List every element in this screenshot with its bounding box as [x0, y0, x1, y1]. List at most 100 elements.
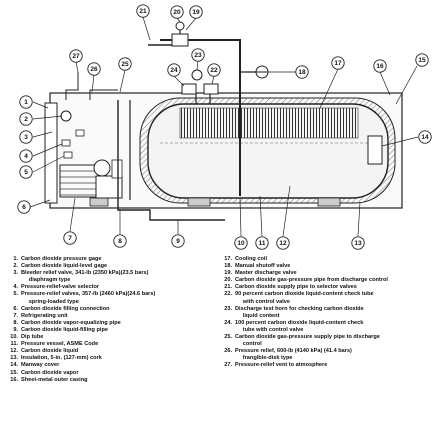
- legend-number: 6.: [13, 305, 18, 312]
- legend-number: 26.: [224, 348, 232, 355]
- callout-circle: [295, 65, 309, 79]
- legend-number: 24.: [224, 319, 232, 326]
- callout-circle: [276, 236, 290, 250]
- legend-text: Dip tube: [21, 334, 44, 341]
- legend-item: 25.Carbon dioxide gas-pressure supply pi…: [218, 334, 432, 341]
- legend-number: 7.: [13, 312, 18, 319]
- legend-text: frangible-disk type: [235, 355, 293, 362]
- callout-number: 15: [418, 57, 426, 64]
- callout-16: 16: [373, 59, 387, 73]
- legend-text: Master discharge valve: [235, 270, 297, 277]
- legend-number: 8.: [13, 319, 18, 326]
- callout-circle: [189, 5, 203, 19]
- callout-circle: [118, 57, 132, 71]
- manual-shutoff-valve: [255, 65, 269, 79]
- callout-2: 2: [19, 112, 33, 126]
- legend-number: 12.: [10, 348, 18, 355]
- legend-text: Carbon dioxide gas-pressure supply pipe …: [235, 334, 380, 341]
- pressure-gage: [60, 110, 72, 122]
- legend-number: 11.: [10, 341, 18, 348]
- legend-text: Carbon dioxide pressure gage: [21, 256, 102, 262]
- callout-circle: [19, 112, 33, 126]
- callout-3: 3: [19, 130, 33, 144]
- legend-text: Carbon dioxide liquid-filling pipe: [21, 326, 109, 333]
- cooling-coil: [179, 107, 383, 165]
- callout-12: 12: [276, 236, 290, 250]
- legend-item: 17.Cooling coil: [218, 256, 432, 263]
- callout-number: 4: [24, 153, 28, 160]
- callout-number: 7: [68, 235, 72, 242]
- legend-item: frangible-disk type: [218, 355, 432, 362]
- legend-item: 14.Manway cover: [4, 362, 204, 369]
- callout-6: 6: [17, 200, 31, 214]
- legend-text: Manual shutoff valve: [235, 263, 291, 270]
- legend-text: with control valve: [235, 298, 291, 305]
- legend-text: 90 percent carbon dioxide liquid-content…: [235, 291, 374, 298]
- legend-text: Discharge test horn for checking carbon …: [235, 305, 364, 312]
- callout-circle: [17, 200, 31, 214]
- callout-circle: [415, 53, 429, 67]
- legend-text: Carbon dioxide supply pipe to selector v…: [235, 284, 357, 291]
- legend-item: 22.90 percent carbon dioxide liquid-cont…: [218, 291, 432, 298]
- callout-number: 24: [170, 67, 178, 74]
- callout-circle: [331, 56, 345, 70]
- legend-number: 3.: [13, 270, 18, 277]
- legend-number: 20.: [224, 277, 232, 284]
- callout-circle: [373, 59, 387, 73]
- legend-number: 21.: [224, 284, 232, 291]
- callout-number: 19: [192, 9, 200, 16]
- callout-circle: [63, 231, 77, 245]
- callout-number: 13: [354, 240, 362, 247]
- legend-text: Carbon dioxide filling connection: [21, 305, 110, 312]
- legend-item: 4.Pressure-relief-valve selector: [4, 284, 204, 291]
- callout-10: 10: [234, 236, 248, 250]
- callout-number: 3: [24, 134, 28, 141]
- legend-text: Pressure vessel, ASME Code: [21, 341, 99, 348]
- legend-number: 13.: [10, 355, 18, 362]
- callout-circle: [234, 236, 248, 250]
- callout-number: 10: [237, 240, 245, 247]
- callout-circle: [113, 234, 127, 248]
- check-tube-valves: [181, 69, 219, 95]
- legend-item: 8.Carbon dioxide vapor-equalizing pipe: [4, 320, 204, 327]
- legend-number: 14.: [10, 362, 18, 369]
- callout-circle: [351, 236, 365, 250]
- callout-number: 25: [121, 61, 129, 68]
- legend-text: liquid content: [235, 312, 280, 319]
- callout-circle: [19, 165, 33, 179]
- callout-24: 24: [167, 63, 181, 77]
- callout-23: 23: [191, 48, 205, 62]
- callout-22: 22: [207, 63, 221, 77]
- callout-circle: [167, 63, 181, 77]
- legend-item: 7.Refrigerating unit: [4, 313, 204, 320]
- legend-item: diaphragm type: [4, 277, 204, 284]
- callout-number: 18: [298, 69, 306, 76]
- legend-text: Insulation, 5-in. (127-mm) cork: [21, 355, 102, 362]
- callout-number: 23: [194, 52, 202, 59]
- legend-item: 9.Carbon dioxide liquid-filling pipe: [4, 327, 204, 334]
- callout-number: 5: [24, 169, 28, 176]
- legend-text: Carbon dioxide vapor-equalizing pipe: [21, 319, 121, 326]
- legend-item: 19.Master discharge valve: [218, 270, 432, 277]
- legend-number: 18.: [224, 263, 232, 270]
- callout-circle: [19, 95, 33, 109]
- callout-18: 18: [295, 65, 309, 79]
- callout-circle: [207, 63, 221, 77]
- callout-number: 8: [118, 238, 122, 245]
- legend-item: 5.Pressure-relief valves, 357-lb (2460 k…: [4, 291, 204, 298]
- legend-number: 9.: [13, 326, 18, 333]
- callout-number: 2: [24, 116, 28, 123]
- callout-17: 17: [331, 56, 345, 70]
- master-discharge-valve: [171, 21, 189, 47]
- legend-number: 16.: [10, 376, 18, 383]
- legend-number: 2.: [13, 263, 18, 270]
- callout-circle: [170, 5, 184, 19]
- legend-number: 17.: [224, 256, 232, 262]
- legend-text: Carbon dioxide liquid: [21, 348, 79, 355]
- callout-11: 11: [255, 236, 269, 250]
- callout-19: 19: [189, 5, 203, 19]
- relief-valves: [61, 129, 85, 159]
- callout-8: 8: [113, 234, 127, 248]
- callout-4: 4: [19, 149, 33, 163]
